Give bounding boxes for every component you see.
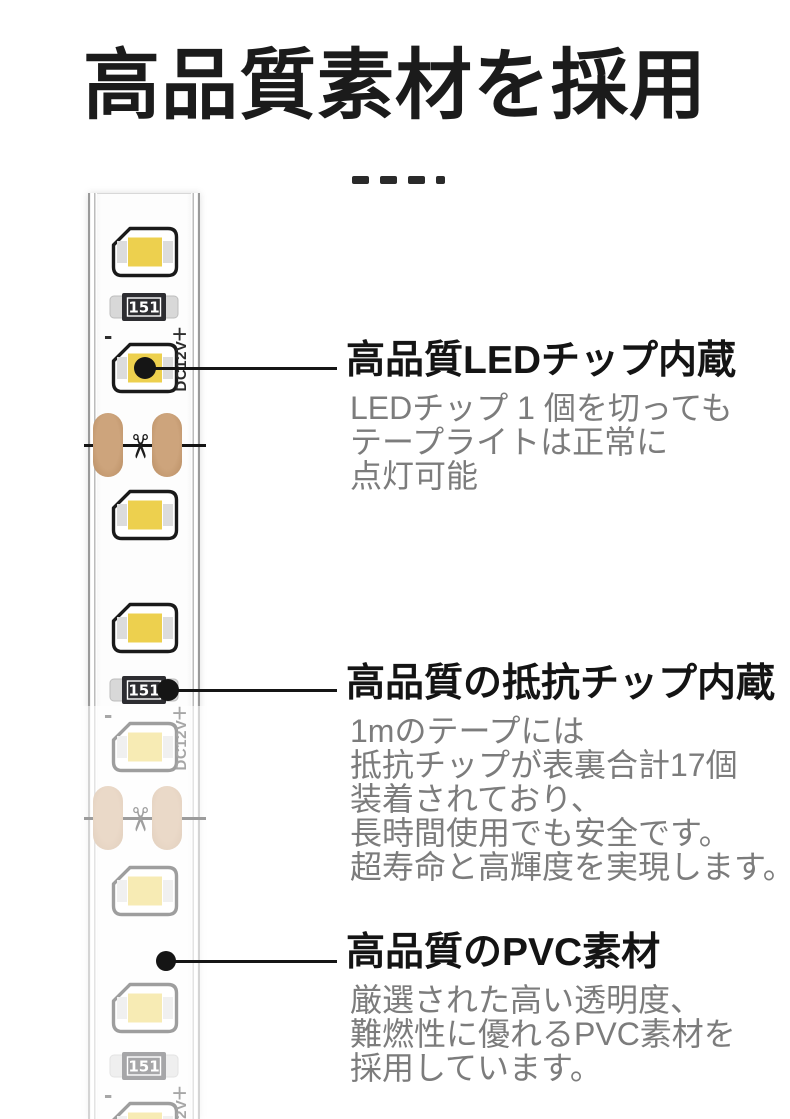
svg-text:151: 151 xyxy=(128,682,159,700)
annotation-line: LEDチップ 1 個を切っても xyxy=(350,390,733,426)
callout-line xyxy=(166,959,337,963)
scissors-icon: ✂ xyxy=(121,432,159,461)
scissors-icon: ✂ xyxy=(121,805,159,834)
annotation-body: 1mのテープには 抵抗チップが表裏合計17個 装着されており、 長時間使用でも安… xyxy=(346,713,790,885)
solder-pad xyxy=(93,413,123,477)
annotation-line: 採用しています。 xyxy=(350,1050,602,1086)
voltage-label: DC12V xyxy=(173,719,190,771)
polarity-plus-label: + xyxy=(172,319,188,349)
led-chip-icon xyxy=(111,721,179,773)
led-chip-icon xyxy=(111,1101,179,1119)
annotation-heading: 高品質のPVC素材 xyxy=(346,931,661,974)
callout-line xyxy=(168,688,337,692)
annotation-line: 長時間使用でも安全です。 xyxy=(350,815,731,851)
callout-line xyxy=(145,366,337,370)
cut-line xyxy=(84,444,206,447)
annotation-line: テープライトは正常に xyxy=(350,424,669,460)
annotation-line: 抵抗チップが表裏合計17個 xyxy=(350,747,738,783)
callout-dot xyxy=(134,357,156,379)
svg-text:151: 151 xyxy=(128,299,159,317)
led-chip-icon xyxy=(111,865,179,917)
annotation-line: 厳選された高い透明度、 xyxy=(350,982,703,1018)
annotation-line: 難燃性に優れるPVC素材を xyxy=(350,1016,736,1052)
page-title: 高品質素材を採用 xyxy=(83,43,707,129)
led-chip-icon xyxy=(111,226,179,278)
annotation-body: LEDチップ 1 個を切っても テープライトは正常に 点灯可能 xyxy=(346,391,786,493)
dash xyxy=(380,176,397,184)
solder-pad xyxy=(93,786,123,850)
dash xyxy=(408,176,425,184)
annotation-line: 1mのテープには xyxy=(350,713,585,749)
polarity-minus-label: - xyxy=(104,1081,113,1109)
annotation-led-chip: 高品質LEDチップ内蔵 LEDチップ 1 個を切っても テープライトは正常に 点… xyxy=(346,338,786,493)
annotation-line: 点灯可能 xyxy=(350,458,479,494)
led-chip-icon xyxy=(111,489,179,541)
annotation-line: 超寿命と高輝度を実現します。 xyxy=(350,849,790,885)
annotation-heading: 高品質の抵抗チップ内蔵 xyxy=(346,662,776,705)
strip-right-rail xyxy=(191,193,200,1119)
callout-dot xyxy=(156,951,176,971)
resistor-chip-icon: 151 xyxy=(109,292,179,322)
polarity-minus-label: - xyxy=(104,701,113,729)
callout-dot xyxy=(157,679,179,701)
dash xyxy=(436,176,445,184)
led-chip-icon xyxy=(111,602,179,654)
annotation-body: 厳選された高い透明度、 難燃性に優れるPVC素材を 採用しています。 xyxy=(346,983,786,1085)
resistor-chip-icon: 151 xyxy=(109,1051,179,1081)
dash xyxy=(352,176,369,184)
voltage-label: DC12V xyxy=(173,1098,192,1119)
led-chip-icon xyxy=(111,982,179,1034)
decor-dashes xyxy=(352,176,445,184)
annotation-resistor-chip: 高品質の抵抗チップ内蔵 1mのテープには 抵抗チップが表裏合計17個 装着されて… xyxy=(346,661,790,885)
solder-pad xyxy=(152,413,182,477)
svg-text:151: 151 xyxy=(128,1058,159,1076)
annotation-pvc-material: 高品質のPVC素材 厳選された高い透明度、 難燃性に優れるPVC素材を 採用して… xyxy=(346,930,786,1085)
polarity-minus-label: - xyxy=(104,322,113,350)
strip-left-rail xyxy=(88,193,97,1119)
annotation-heading: 高品質LEDチップ内蔵 xyxy=(346,339,737,382)
annotation-line: 装着されており、 xyxy=(350,781,603,817)
